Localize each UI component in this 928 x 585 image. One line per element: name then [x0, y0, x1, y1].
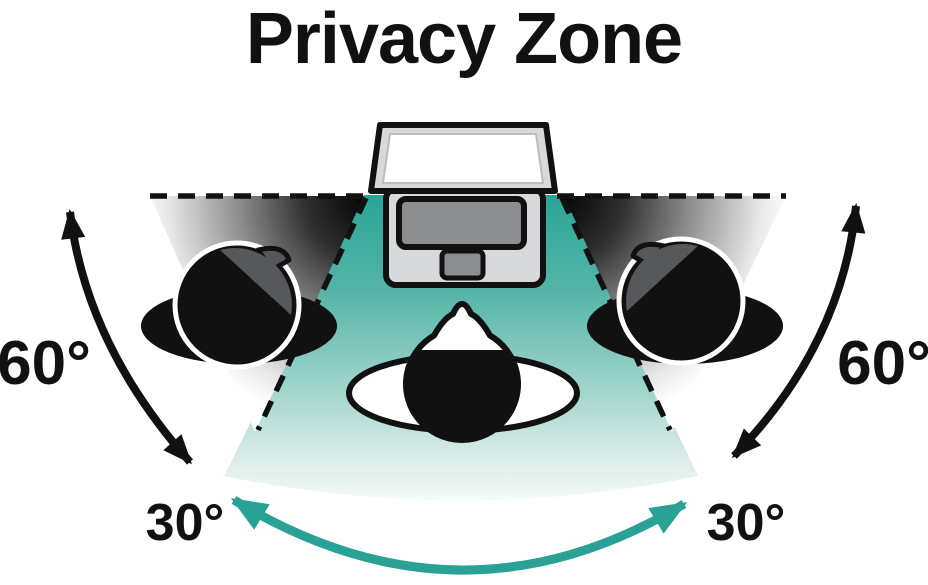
laptop-trackpad: [439, 248, 486, 281]
laptop: [368, 122, 558, 288]
laptop-keyboard: [396, 196, 527, 250]
laptop-user-hair: [405, 350, 518, 440]
angle-label-left-60: 60°: [0, 329, 91, 398]
angle-label-left-30: 30°: [146, 494, 225, 552]
onlooker-right-face-shade: [626, 244, 698, 311]
angle-label-right-30: 30°: [707, 494, 786, 552]
onlooker-left-nose-icon: [255, 245, 292, 273]
privacy-angle-arrow: [230, 496, 688, 575]
laptop-screen: [381, 133, 545, 184]
onlooker-right-nose-icon: [630, 241, 667, 269]
onlooker-left-face-shade: [220, 248, 292, 315]
laptop-user: [346, 301, 580, 443]
side-angle-arrow-right: [731, 202, 866, 459]
angle-label-right-60: 60°: [837, 329, 928, 398]
side-angle-arrow-left: [61, 208, 193, 465]
page-title: Privacy Zone: [246, 0, 682, 79]
